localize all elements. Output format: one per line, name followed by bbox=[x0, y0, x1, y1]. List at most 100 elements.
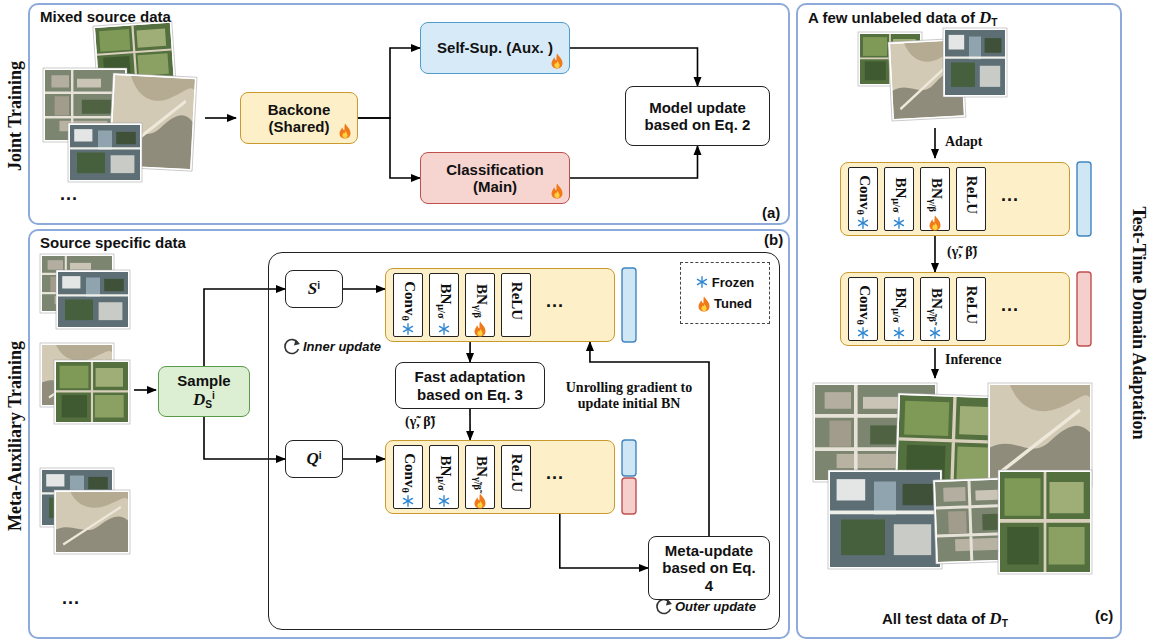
connector-arrow bbox=[560, 514, 648, 568]
frozen-icon bbox=[893, 217, 905, 229]
node-text: Classification (Main) bbox=[446, 161, 544, 195]
layer-cell: BNγ̃/β̃ bbox=[465, 445, 495, 509]
main-head-bar bbox=[622, 478, 636, 514]
frozen-icon bbox=[438, 323, 450, 335]
annotation-label: ... bbox=[60, 184, 78, 205]
legend-text: Tuned bbox=[714, 296, 752, 311]
satellite-image bbox=[56, 270, 130, 329]
layer-cell: BNγ/β bbox=[465, 273, 495, 337]
connector-arrow bbox=[204, 289, 285, 366]
layer-cell: Convθ bbox=[393, 445, 423, 509]
connector-arrow bbox=[343, 288, 385, 290]
legend-row: Tuned bbox=[698, 296, 752, 312]
frozen-icon bbox=[402, 495, 414, 507]
layer-cell: Convθ bbox=[848, 167, 878, 231]
node-text: Meta-Auxiliary Training bbox=[5, 341, 25, 531]
node-text: ... bbox=[1001, 185, 1019, 205]
layer-cell: BNμ/σ bbox=[884, 167, 914, 231]
text-group: Model update based on Eq. 2 bbox=[634, 99, 761, 134]
node-text: Conv bbox=[402, 281, 418, 315]
node-text: μ/σ bbox=[891, 198, 902, 212]
text-group: Inner update bbox=[303, 339, 381, 354]
sample-box: SampleDSi bbox=[158, 366, 250, 417]
satellite-image bbox=[943, 28, 1007, 97]
node-text: μ/σ bbox=[436, 304, 447, 318]
text-group: Self-Sup. (Aux. ) bbox=[437, 39, 553, 56]
node-text: μ/σ bbox=[436, 476, 447, 490]
node-text: Source specific data bbox=[40, 234, 186, 251]
node-text: ReLU bbox=[964, 286, 980, 324]
connector-arrow bbox=[204, 417, 285, 459]
annotation-label: (c) bbox=[1095, 607, 1113, 624]
frozen-icon bbox=[893, 327, 905, 339]
tuned-icon bbox=[698, 296, 710, 312]
aux-head-box: Self-Sup. (Aux. ) bbox=[420, 22, 570, 74]
node-text: BN bbox=[474, 456, 490, 477]
annotation-label: (a) bbox=[762, 204, 780, 221]
layer-cell: Convθ bbox=[848, 277, 878, 341]
annotation-label: ... bbox=[62, 588, 80, 609]
frozen-icon bbox=[402, 323, 414, 335]
output-arrow bbox=[934, 348, 936, 378]
node-text: BN bbox=[893, 288, 909, 309]
text-group: Mixed source data bbox=[40, 8, 171, 25]
frozen-icon bbox=[857, 327, 869, 339]
input-arrow bbox=[134, 389, 156, 391]
text-group: BNμ/σ bbox=[435, 456, 452, 491]
node-text: Fast adaptation based on Eq. 3 bbox=[415, 368, 526, 402]
support-set-box: Si bbox=[285, 270, 343, 308]
connector-arrow bbox=[358, 118, 420, 178]
node-text: Backone (Shared) bbox=[268, 101, 331, 135]
annotation-label: Adapt bbox=[945, 134, 982, 150]
text-group: ReLU bbox=[964, 176, 979, 214]
node-text: γ/β bbox=[472, 305, 483, 318]
node-text: ... bbox=[546, 291, 564, 311]
text-group: Convθ bbox=[399, 281, 416, 321]
layer-cell: BNμ/σ bbox=[429, 445, 459, 509]
node-text: i bbox=[212, 390, 215, 401]
node-text: Q bbox=[306, 449, 318, 468]
layer-cell: ReLU bbox=[501, 273, 531, 337]
text-group: A few unlabeled data ofDT bbox=[808, 8, 997, 28]
text-group: Si bbox=[308, 279, 320, 299]
satellite-image bbox=[54, 360, 130, 424]
node-text: θ bbox=[400, 315, 411, 320]
layer-cell: BNμ/σ bbox=[884, 277, 914, 341]
text-group: BNμ/σ bbox=[890, 178, 907, 213]
text-group: BNγ/β bbox=[926, 178, 943, 212]
node-text: D bbox=[989, 609, 1001, 628]
satellite-image bbox=[54, 490, 130, 554]
connector-arrow bbox=[934, 236, 936, 272]
layer-cell: BNγ̃/β̃ bbox=[920, 277, 950, 341]
connector-arrow bbox=[469, 409, 471, 440]
connector-arrow bbox=[469, 342, 471, 362]
connector-arrow bbox=[570, 146, 698, 178]
node-text: Sample bbox=[177, 372, 230, 389]
input-arrow bbox=[205, 117, 236, 119]
process-box: Model update based on Eq. 2 bbox=[625, 86, 770, 146]
layer-cell: ReLU bbox=[501, 445, 531, 509]
aux-head-bar bbox=[622, 268, 636, 342]
node-text: A few unlabeled data of bbox=[808, 9, 975, 26]
frozen-icon bbox=[929, 327, 941, 339]
node-text: ... bbox=[546, 463, 564, 483]
node-text: θ bbox=[400, 487, 411, 492]
text-group: BNγ/β bbox=[471, 284, 488, 318]
text-group: Joint Training bbox=[5, 61, 26, 171]
text-group: Convθ bbox=[854, 175, 871, 215]
annotation-label: (b) bbox=[764, 231, 783, 248]
network-block: ConvθBNμ/σBNγ/βReLU... bbox=[840, 162, 1070, 236]
tuned-icon bbox=[551, 183, 563, 199]
node-text: Mixed source data bbox=[40, 8, 171, 25]
node-text: BN bbox=[438, 456, 454, 477]
node-text: BN bbox=[929, 178, 945, 199]
annotation-label: Inference bbox=[945, 352, 1002, 368]
network-block: Convθ BN μ/σ BNγ/β ReLU... bbox=[385, 268, 615, 342]
node-text: Conv bbox=[857, 285, 873, 319]
satellite-image bbox=[68, 123, 142, 182]
node-text: Outer update bbox=[675, 599, 756, 614]
network-block: ConvθBNμ/σBNγ̃/β̃ReLU... bbox=[840, 272, 1070, 346]
node-text: BN bbox=[474, 284, 490, 305]
text-group: Meta-update based on Eq. 4 bbox=[657, 542, 761, 594]
legend-text: Frozen bbox=[712, 275, 755, 290]
